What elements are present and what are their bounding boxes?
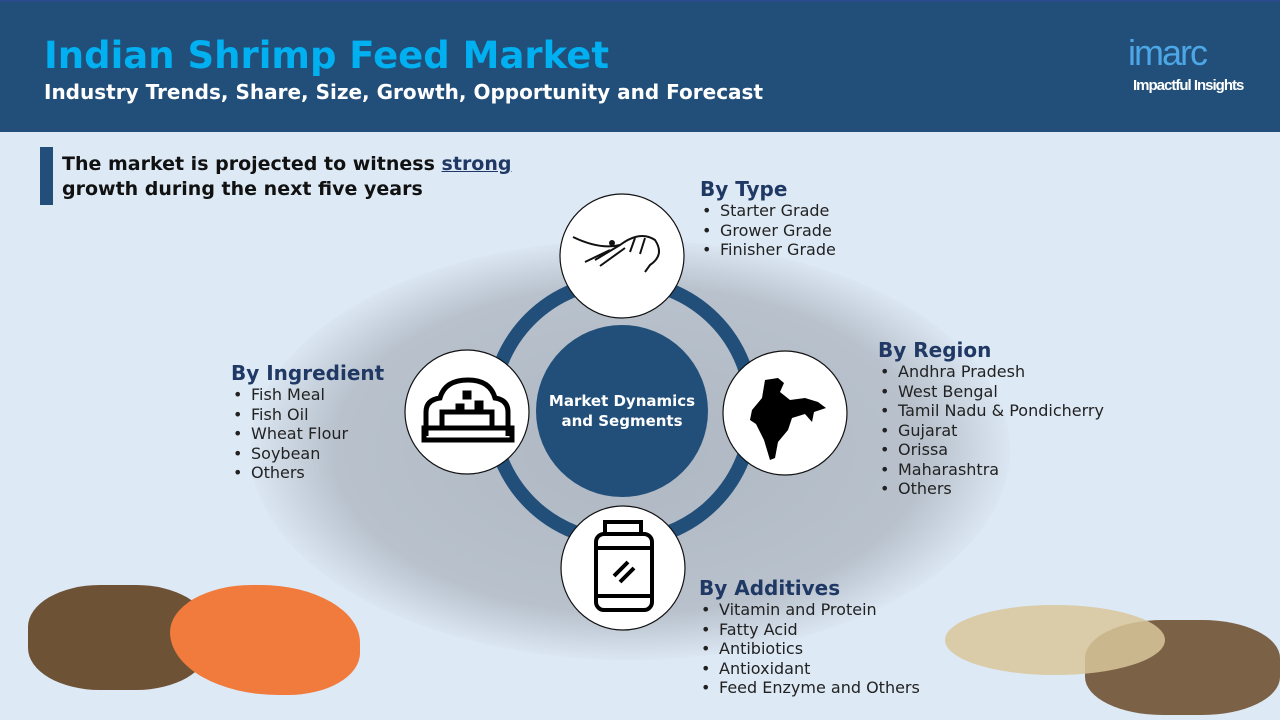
- lead-emphasis: strong: [441, 153, 512, 175]
- segment-title: By Ingredient: [231, 361, 385, 385]
- list-item: Others: [878, 479, 1104, 499]
- segment-ingredient: By Ingredient Fish MealFish OilWheat Flo…: [231, 361, 384, 483]
- logo-tagline: Impactful Insights: [1133, 77, 1244, 94]
- india-map-icon: [750, 378, 826, 460]
- center-circle: [536, 325, 708, 497]
- supplement-jar-icon: [594, 520, 654, 612]
- list-item: Feed Enzyme and Others: [699, 678, 920, 698]
- lead-accent-bar: [40, 147, 53, 205]
- segment-type: By Type Starter GradeGrower GradeFinishe…: [700, 177, 836, 260]
- segment-title: By Region: [878, 338, 992, 362]
- list-item: Wheat Flour: [231, 424, 384, 444]
- list-item: Antioxidant: [699, 659, 920, 679]
- shrimp-icon: [572, 235, 660, 273]
- list-item: Tamil Nadu & Pondicherry: [878, 401, 1104, 421]
- list-item: Andhra Pradesh: [878, 362, 1104, 382]
- page-subtitle: Industry Trends, Share, Size, Growth, Op…: [44, 80, 764, 104]
- list-item: Soybean: [231, 444, 384, 464]
- list-item: Others: [231, 463, 384, 483]
- segment-title: By Type: [700, 177, 788, 201]
- list-item: Fish Oil: [231, 405, 384, 425]
- list-item: Gujarat: [878, 421, 1104, 441]
- feed-bowl-icon: [421, 377, 515, 443]
- list-item: Finisher Grade: [700, 240, 836, 260]
- center-label-1: Market Dynamics: [549, 392, 695, 410]
- imarc-logo: imarc: [1128, 32, 1208, 73]
- list-item: Antibiotics: [699, 639, 920, 659]
- page-title: Indian Shrimp Feed Market: [44, 34, 610, 77]
- list-item: Vitamin and Protein: [699, 600, 920, 620]
- lead-text-2: growth during the next five years: [62, 178, 423, 200]
- shrimp-photo-left: [170, 585, 360, 695]
- segment-region: By Region Andhra PradeshWest BengalTamil…: [878, 338, 1104, 499]
- list-item: Maharashtra: [878, 460, 1104, 480]
- list-item: West Bengal: [878, 382, 1104, 402]
- segment-additives: By Additives Vitamin and ProteinFatty Ac…: [699, 576, 920, 698]
- header-banner: Indian Shrimp Feed Market Industry Trend…: [0, 0, 1280, 132]
- segment-title: By Additives: [699, 576, 841, 600]
- list-item: Fish Meal: [231, 385, 384, 405]
- lead-text: The market is projected to witness: [62, 153, 442, 175]
- type-circle: [559, 193, 685, 319]
- list-item: Orissa: [878, 440, 1104, 460]
- center-label-2: and Segments: [561, 412, 682, 430]
- list-item: Starter Grade: [700, 201, 836, 221]
- list-item: Fatty Acid: [699, 620, 920, 640]
- shrimp-photo-right: [945, 605, 1165, 675]
- list-item: Grower Grade: [700, 221, 836, 241]
- lead-statement: The market is projected to witness stron…: [62, 152, 512, 202]
